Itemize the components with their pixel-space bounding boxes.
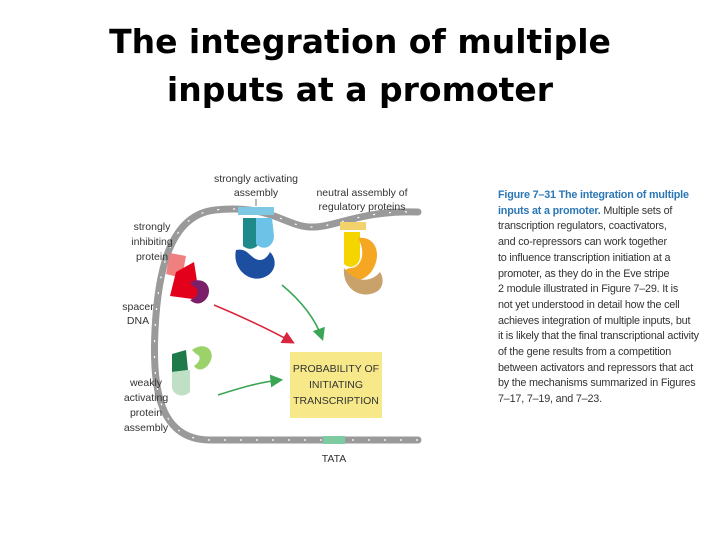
weakly-activating-assembly <box>172 346 212 396</box>
strongly-inhibiting-protein <box>170 262 210 304</box>
neutral-assembly <box>343 232 383 295</box>
neutral-label-2: regulatory proteins <box>319 201 406 213</box>
strongly-activating-label-1: strongly activating <box>214 173 298 185</box>
caption-text: of the gene results from a competition <box>498 346 672 359</box>
caption-text: transcription regulators, coactivators, <box>498 220 667 233</box>
probability-line-1: PROBABILITY OF <box>293 363 379 375</box>
figure-caption: Figure 7–31 The integration of multiple i… <box>498 188 699 408</box>
weakly-activating-arrow <box>217 374 284 396</box>
caption-line: 7–17, 7–19, and 7–23. <box>498 392 698 408</box>
caption-line: it is likely that the final transcriptio… <box>498 329 699 345</box>
inhibiting-arrow <box>213 304 295 344</box>
caption-text: 2 module illustrated in Figure 7–29. It … <box>498 283 679 296</box>
caption-line: inputs at a promoter. Multiple sets of <box>498 204 698 220</box>
probability-line-3: TRANSCRIPTION <box>293 395 379 407</box>
activating-site <box>238 207 274 215</box>
strongly-inhibiting-label-2: inhibiting <box>131 236 173 248</box>
caption-line: Figure 7–31 The integration of multiple <box>498 188 698 204</box>
slide-title: The integration of multiple inputs at a … <box>0 18 720 114</box>
neutral-site <box>340 222 366 230</box>
strongly-activating-label-2: assembly <box>234 187 279 199</box>
caption-text: Multiple sets of <box>600 204 673 217</box>
caption-text: and co-repressors can work together <box>498 236 667 249</box>
title-line-1: The integration of multiple <box>109 22 611 61</box>
dna-strand <box>151 205 422 444</box>
caption-head: inputs at a promoter. <box>498 204 601 217</box>
spacer-label-1: spacer <box>122 301 154 313</box>
caption-line: not yet understood in detail how the cel… <box>498 298 698 314</box>
strongly-inhibiting-label-3: protein <box>136 251 168 263</box>
caption-line: 2 module illustrated in Figure 7–29. It … <box>498 282 698 298</box>
caption-line: promoter, as they do in the Eve stripe <box>498 267 698 283</box>
caption-text: achieves integration of multiple inputs,… <box>498 314 691 327</box>
caption-text: by the mechanisms summarized in Figures <box>498 377 696 390</box>
caption-text: 7–17, 7–19, and 7–23. <box>498 393 602 406</box>
weakly-activating-label-4: assembly <box>124 422 169 434</box>
neutral-label-1: neutral assembly of <box>316 187 407 199</box>
caption-head: Figure 7–31 The integration of multiple <box>498 189 689 201</box>
caption-text: promoter, as they do in the Eve stripe <box>498 267 670 280</box>
caption-line: by the mechanisms summarized in Figures <box>498 376 698 392</box>
strongly-activating-assembly <box>235 218 275 279</box>
caption-line: to influence transcription initiation at… <box>498 251 698 267</box>
probability-box: PROBABILITY OF INITIATING TRANSCRIPTION <box>290 352 382 418</box>
caption-line: between activators and repressors that a… <box>498 361 698 377</box>
caption-line: achieves integration of multiple inputs,… <box>498 314 698 330</box>
spacer-label-2: DNA <box>127 315 149 327</box>
weakly-activating-label-2: activating <box>124 392 169 404</box>
caption-line: transcription regulators, coactivators, <box>498 219 698 235</box>
caption-text: it is likely that the final transcriptio… <box>498 330 699 343</box>
probability-line-2: INITIATING <box>309 379 363 391</box>
caption-text: to influence transcription initiation at… <box>498 251 671 264</box>
weakly-activating-label-1: weakly <box>129 377 163 389</box>
caption-text: between activators and repressors that a… <box>498 361 694 374</box>
weakly-activating-label-3: protein <box>130 407 162 419</box>
caption-text: not yet understood in detail how the cel… <box>498 298 680 311</box>
tata-box <box>323 436 345 444</box>
caption-line: of the gene results from a competition <box>498 345 698 361</box>
title-line-2: inputs at a promoter <box>166 70 554 109</box>
tata-label: TATA <box>322 453 347 465</box>
activating-arrow <box>281 284 325 342</box>
strongly-inhibiting-label-1: strongly <box>134 221 172 233</box>
caption-line: and co-repressors can work together <box>498 235 698 251</box>
